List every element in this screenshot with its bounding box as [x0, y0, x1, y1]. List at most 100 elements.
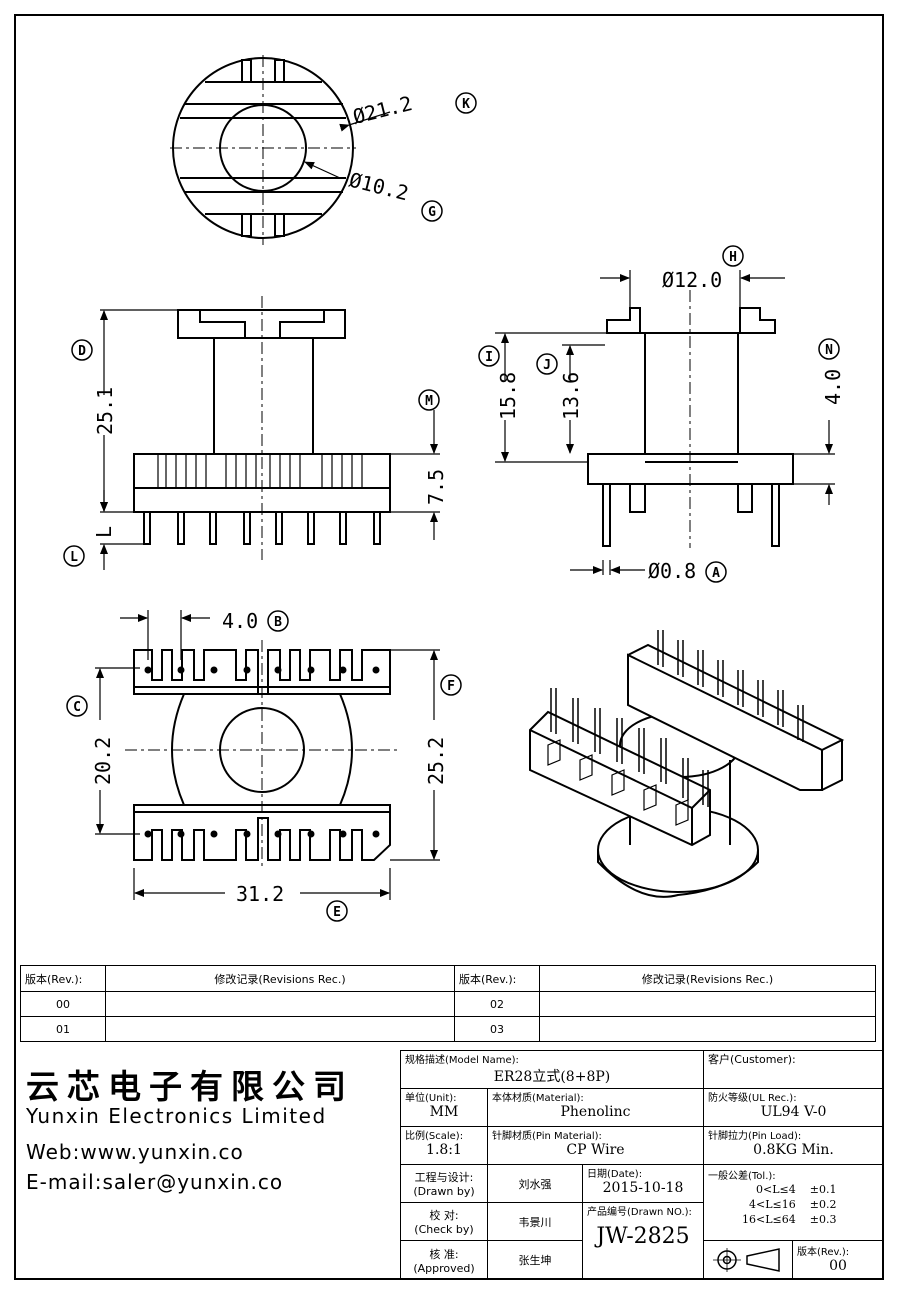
- bottom-view: [95, 610, 440, 900]
- tag-g: G: [428, 205, 436, 220]
- material-value: Phenolinc: [560, 1104, 631, 1120]
- drawn-no-label: 产品编号(Drawn NO.):: [587, 1207, 692, 1218]
- date-value: 2015-10-18: [602, 1180, 684, 1196]
- drawn-by-label-en: (Drawn by): [413, 1185, 475, 1198]
- rev-header-right: 版本(Rev.):: [454, 965, 540, 992]
- dim-front-base: 7.5: [424, 469, 448, 505]
- unit-cell: 单位(Unit): MM: [400, 1088, 488, 1127]
- date-label: 日期(Date):: [587, 1169, 643, 1180]
- tag-e: E: [333, 905, 341, 920]
- tag-b: B: [274, 615, 282, 630]
- tolerance-cell: 一般公差(Tol.): 0<L≤4 ±0.1 4<L≤16 ±0.2 16<L≤64…: [703, 1164, 884, 1241]
- top-view: [170, 55, 391, 245]
- rev-row-right: 03: [454, 1016, 540, 1042]
- tag-m: M: [425, 394, 433, 409]
- dim-bottom-outer: 25.2: [424, 737, 448, 785]
- dim-bottom-inner: 20.2: [91, 737, 115, 785]
- side-view: [495, 270, 835, 575]
- rev-header-left: 版本(Rev.):: [20, 965, 106, 992]
- material-label: 本体材质(Material):: [492, 1093, 584, 1104]
- rec-header-left: 修改记录(Revisions Rec.): [105, 965, 455, 992]
- dim-side-pin-dia: Ø0.8: [648, 559, 696, 583]
- rev-value: 00: [829, 1258, 847, 1274]
- company-block: 云芯电子有限公司 Yunxin Electronics Limited Web:…: [20, 1052, 398, 1280]
- tag-j: J: [543, 358, 551, 373]
- ul-cell: 防火等级(UL Rec.): UL94 V-0: [703, 1088, 884, 1127]
- pin-material-cell: 针脚材质(Pin Material): CP Wire: [487, 1126, 704, 1165]
- projection-symbol-icon: [704, 1241, 793, 1279]
- approved-by-value: 张生坤: [487, 1240, 583, 1280]
- ul-value: UL94 V-0: [760, 1104, 827, 1120]
- isometric-view: [529, 630, 845, 898]
- drawn-by-cell: 工程与设计: (Drawn by): [400, 1164, 488, 1203]
- tag-i: I: [485, 350, 493, 365]
- pin-load-label: 针脚拉力(Pin Load):: [708, 1131, 802, 1142]
- tag-f: F: [447, 679, 455, 694]
- customer-label: 客户(Customer):: [703, 1050, 884, 1089]
- tag-a: A: [712, 566, 720, 581]
- company-name-en: Yunxin Electronics Limited: [26, 1104, 327, 1128]
- technical-drawing: Ø21.2 Ø10.2 25.1 7.5 L Ø12.0 15.8 13.6 4…: [63, 55, 845, 922]
- rec-cell: [105, 1016, 455, 1042]
- tol-range: 0<L≤4: [755, 1183, 796, 1196]
- rec-cell: [539, 1016, 876, 1042]
- approved-by-label-en: (Approved): [413, 1261, 475, 1275]
- check-by-value: 韦景川: [487, 1202, 583, 1241]
- tag-c: C: [73, 700, 81, 715]
- check-by-label: 校 对:: [429, 1209, 459, 1222]
- drawn-by-label: 工程与设计:: [414, 1171, 474, 1184]
- front-view: [100, 296, 440, 570]
- pin-material-value: CP Wire: [566, 1142, 625, 1158]
- tolerance-label: 一般公差(Tol.):: [708, 1171, 776, 1182]
- tolerance-table: 0<L≤4 ±0.1 4<L≤16 ±0.2 16<L≤64 ±0.3: [738, 1182, 846, 1227]
- dim-outer-diameter: Ø21.2: [350, 91, 414, 129]
- tag-h: H: [729, 250, 737, 265]
- scale-label: 比例(Scale):: [405, 1131, 464, 1142]
- rec-cell: [105, 991, 455, 1017]
- tol-value: ±0.2: [809, 1198, 837, 1211]
- pin-material-label: 针脚材质(Pin Material):: [492, 1131, 602, 1142]
- unit-value: MM: [429, 1104, 459, 1120]
- dim-bottom-pitch: 4.0: [222, 609, 258, 633]
- rev-cell: 版本(Rev.): 00: [793, 1241, 883, 1279]
- tol-value: ±0.1: [809, 1183, 837, 1196]
- model-cell: 规格描述(Model Name): ER28立式(8+8P): [400, 1050, 704, 1089]
- check-by-label-en: (Check by): [414, 1223, 474, 1236]
- dim-side-h1: 15.8: [496, 372, 520, 420]
- pin-load-value: 0.8KG Min.: [753, 1142, 834, 1158]
- pin-load-cell: 针脚拉力(Pin Load): 0.8KG Min.: [703, 1126, 884, 1165]
- drawn-no-cell: 产品编号(Drawn NO.): JW-2825: [582, 1202, 704, 1280]
- dim-bottom-length: 31.2: [236, 882, 284, 906]
- revision-table: 版本(Rev.): 修改记录(Revisions Rec.) 版本(Rev.):…: [20, 965, 876, 1042]
- date-cell: 日期(Date): 2015-10-18: [582, 1164, 704, 1203]
- company-name-cn: 云芯电子有限公司: [26, 1067, 354, 1106]
- tag-n: N: [825, 343, 833, 358]
- projection-rev-cell: 版本(Rev.): 00: [703, 1240, 884, 1280]
- unit-label: 单位(Unit):: [405, 1093, 457, 1104]
- check-by-cell: 校 对: (Check by): [400, 1202, 488, 1241]
- title-block: 规格描述(Model Name): ER28立式(8+8P) 客户(Custom…: [400, 1050, 884, 1280]
- tag-l: L: [70, 550, 78, 565]
- tol-range: 16<L≤64: [742, 1213, 796, 1226]
- approved-by-cell: 核 准: (Approved): [400, 1240, 488, 1280]
- company-email: E-mail:saler@yunxin.co: [26, 1170, 284, 1194]
- rev-row-left: 00: [20, 991, 106, 1017]
- ul-label: 防火等级(UL Rec.):: [708, 1093, 797, 1104]
- rev-row-left: 01: [20, 1016, 106, 1042]
- rev-label: 版本(Rev.):: [797, 1247, 850, 1258]
- tol-range: 4<L≤16: [749, 1198, 796, 1211]
- dim-inner-diameter: Ø10.2: [347, 168, 411, 206]
- dim-front-pin: L: [92, 526, 116, 538]
- drawn-by-value: 刘水强: [487, 1164, 583, 1203]
- rec-cell: [539, 991, 876, 1017]
- approved-by-label: 核 准:: [429, 1247, 459, 1261]
- dim-side-h2: 13.6: [559, 372, 583, 420]
- model-value: ER28立式(8+8P): [493, 1069, 611, 1085]
- rev-row-right: 02: [454, 991, 540, 1017]
- material-cell: 本体材质(Material): Phenolinc: [487, 1088, 704, 1127]
- dim-side-width: Ø12.0: [662, 268, 722, 292]
- dim-side-h3: 4.0: [821, 369, 845, 405]
- rec-header-right: 修改记录(Revisions Rec.): [539, 965, 876, 992]
- model-label: 规格描述(Model Name):: [405, 1055, 519, 1066]
- tol-value: ±0.3: [809, 1213, 837, 1226]
